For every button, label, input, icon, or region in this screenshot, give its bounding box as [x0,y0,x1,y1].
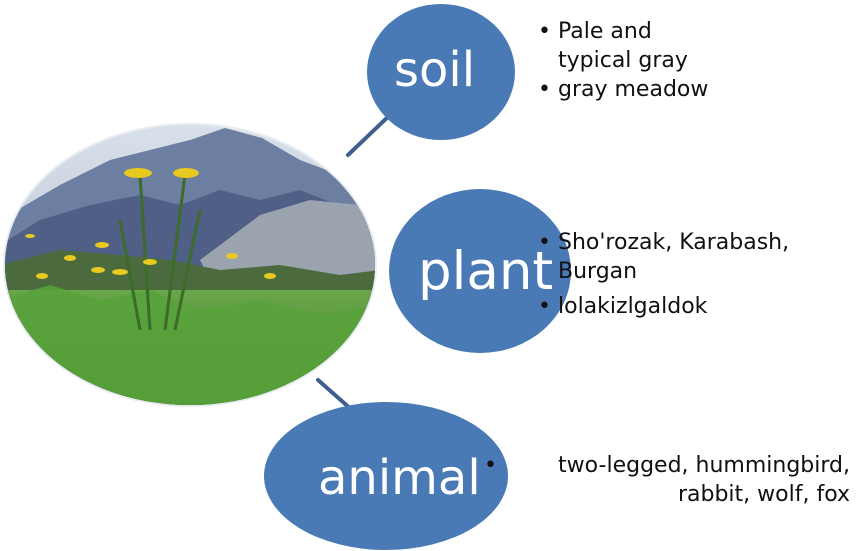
plant-label: plant [418,245,553,298]
animal-bullets: two-legged, hummingbird, rabbit, wolf, f… [484,451,856,509]
plant-bullet-2: lolakizlgaldok [538,292,848,321]
plant-bullets: Sho'rozak, Karabash, Burgan lolakizlgald… [538,228,848,321]
landscape-photo [0,120,380,420]
soil-bullet-1: Pale and typical gray [538,17,838,75]
connector-photo-animal [318,380,352,410]
soil-label: soil [394,46,475,94]
animal-label: animal [318,454,481,502]
plant-bullet-1: Sho'rozak, Karabash, Burgan [538,228,848,286]
soil-bullet-2: gray meadow [538,75,838,104]
soil-bullets: Pale and typical gray gray meadow [538,17,838,104]
animal-bullet-1: two-legged, hummingbird, rabbit, wolf, f… [484,451,856,509]
connector-photo-soil [348,113,392,155]
